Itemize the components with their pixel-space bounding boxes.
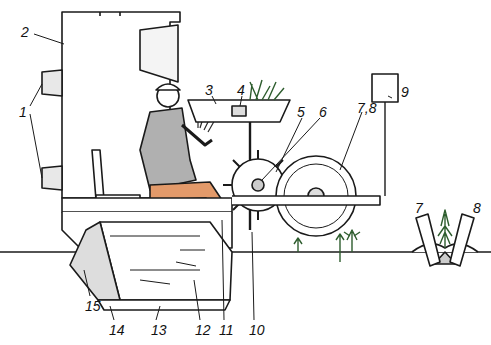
callout-number: 7,8 [356,100,377,116]
callout-number: 8 [472,200,482,216]
callout-number: 11 [218,322,235,338]
callout-number: 2 [20,24,30,40]
callout-number: 15 [84,298,102,314]
callout-number: 10 [248,322,266,338]
callout-number: 5 [296,104,306,120]
callout-number: 1 [18,104,28,120]
callout-number: 14 [108,322,126,338]
callout-number: 9 [400,84,410,100]
callout-number: 3 [204,82,214,98]
callout-number: 13 [150,322,168,338]
callout-number: 12 [194,322,212,338]
callout-number: 6 [318,104,328,120]
callout-number: 4 [236,82,246,98]
callout-number: 7 [414,200,424,216]
